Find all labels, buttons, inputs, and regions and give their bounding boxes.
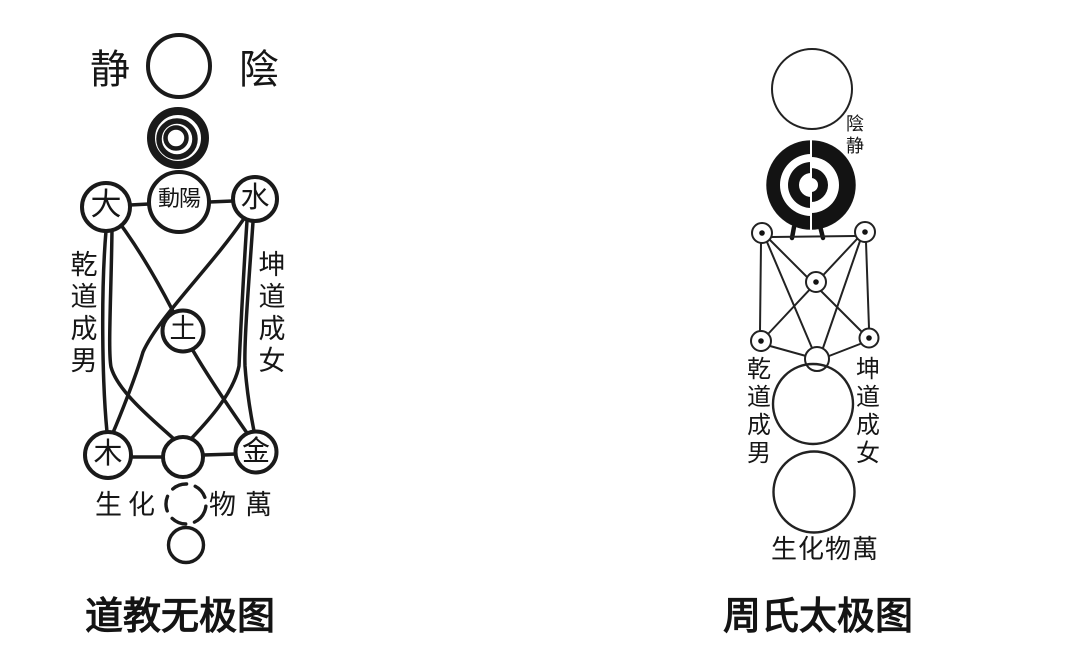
wuji-label-wood: 木 bbox=[93, 436, 123, 470]
wuji-label-fire: 大 bbox=[90, 187, 122, 223]
taiji-label-kundao: 坤道成女 bbox=[856, 355, 880, 467]
taiji-qiankun-circle bbox=[771, 362, 855, 446]
taiji-label-shenghua-wuwan: 生化物萬 bbox=[771, 535, 880, 565]
wuji-label-yin: 陰 bbox=[239, 47, 279, 93]
wuji-center-bottom-circle bbox=[161, 435, 205, 479]
wuji-label-metal: 金 bbox=[241, 434, 270, 467]
wuji-label-kundao: 坤道成女 bbox=[258, 250, 286, 377]
wuji-wood-circle bbox=[83, 430, 133, 480]
taiji-diagram-shapes bbox=[750, 48, 880, 534]
wuji-dongyang-circle bbox=[147, 170, 211, 234]
taiji-node-dots bbox=[758, 229, 872, 344]
wuji-label-qiandao: 乾道成男 bbox=[70, 250, 98, 377]
wuji-label-shenghua: 生化 bbox=[95, 490, 161, 521]
wuji-label-jing: 静 bbox=[90, 47, 130, 93]
wuji-fire-circle bbox=[80, 181, 132, 233]
wuji-bottom-circle bbox=[166, 525, 206, 565]
wuji-diagram-shapes bbox=[80, 33, 279, 565]
wuji-spiral-rings bbox=[147, 107, 209, 169]
taiji-yinyang-circle bbox=[766, 139, 856, 231]
taiji-label-yinjing: 陰静 bbox=[846, 114, 864, 157]
taiji-top-circle bbox=[771, 48, 853, 130]
wuji-earth-circle bbox=[160, 308, 206, 354]
wuji-label-water: 水 bbox=[240, 180, 270, 214]
wuji-caption: 道教无极图 bbox=[85, 594, 276, 638]
wuji-label-wuwan: 物萬 bbox=[209, 490, 281, 521]
taiji-network-lines bbox=[759, 235, 870, 357]
wuji-label-earth: 土 bbox=[169, 314, 197, 345]
wuji-water-circle bbox=[231, 175, 279, 223]
wuji-metal-circle bbox=[233, 429, 279, 475]
wuji-label-dongyang: 動陽 bbox=[157, 187, 201, 212]
taiji-node-bottom-center bbox=[804, 346, 830, 372]
wuji-dashed-circle bbox=[164, 482, 208, 526]
wuji-element-circles bbox=[80, 170, 279, 480]
taiji-caption: 周氏太极图 bbox=[723, 594, 914, 638]
wuji-top-circle bbox=[146, 33, 212, 99]
taiji-wanwu-circle bbox=[772, 450, 856, 534]
taiji-label-qiandao: 乾道成男 bbox=[747, 355, 771, 467]
